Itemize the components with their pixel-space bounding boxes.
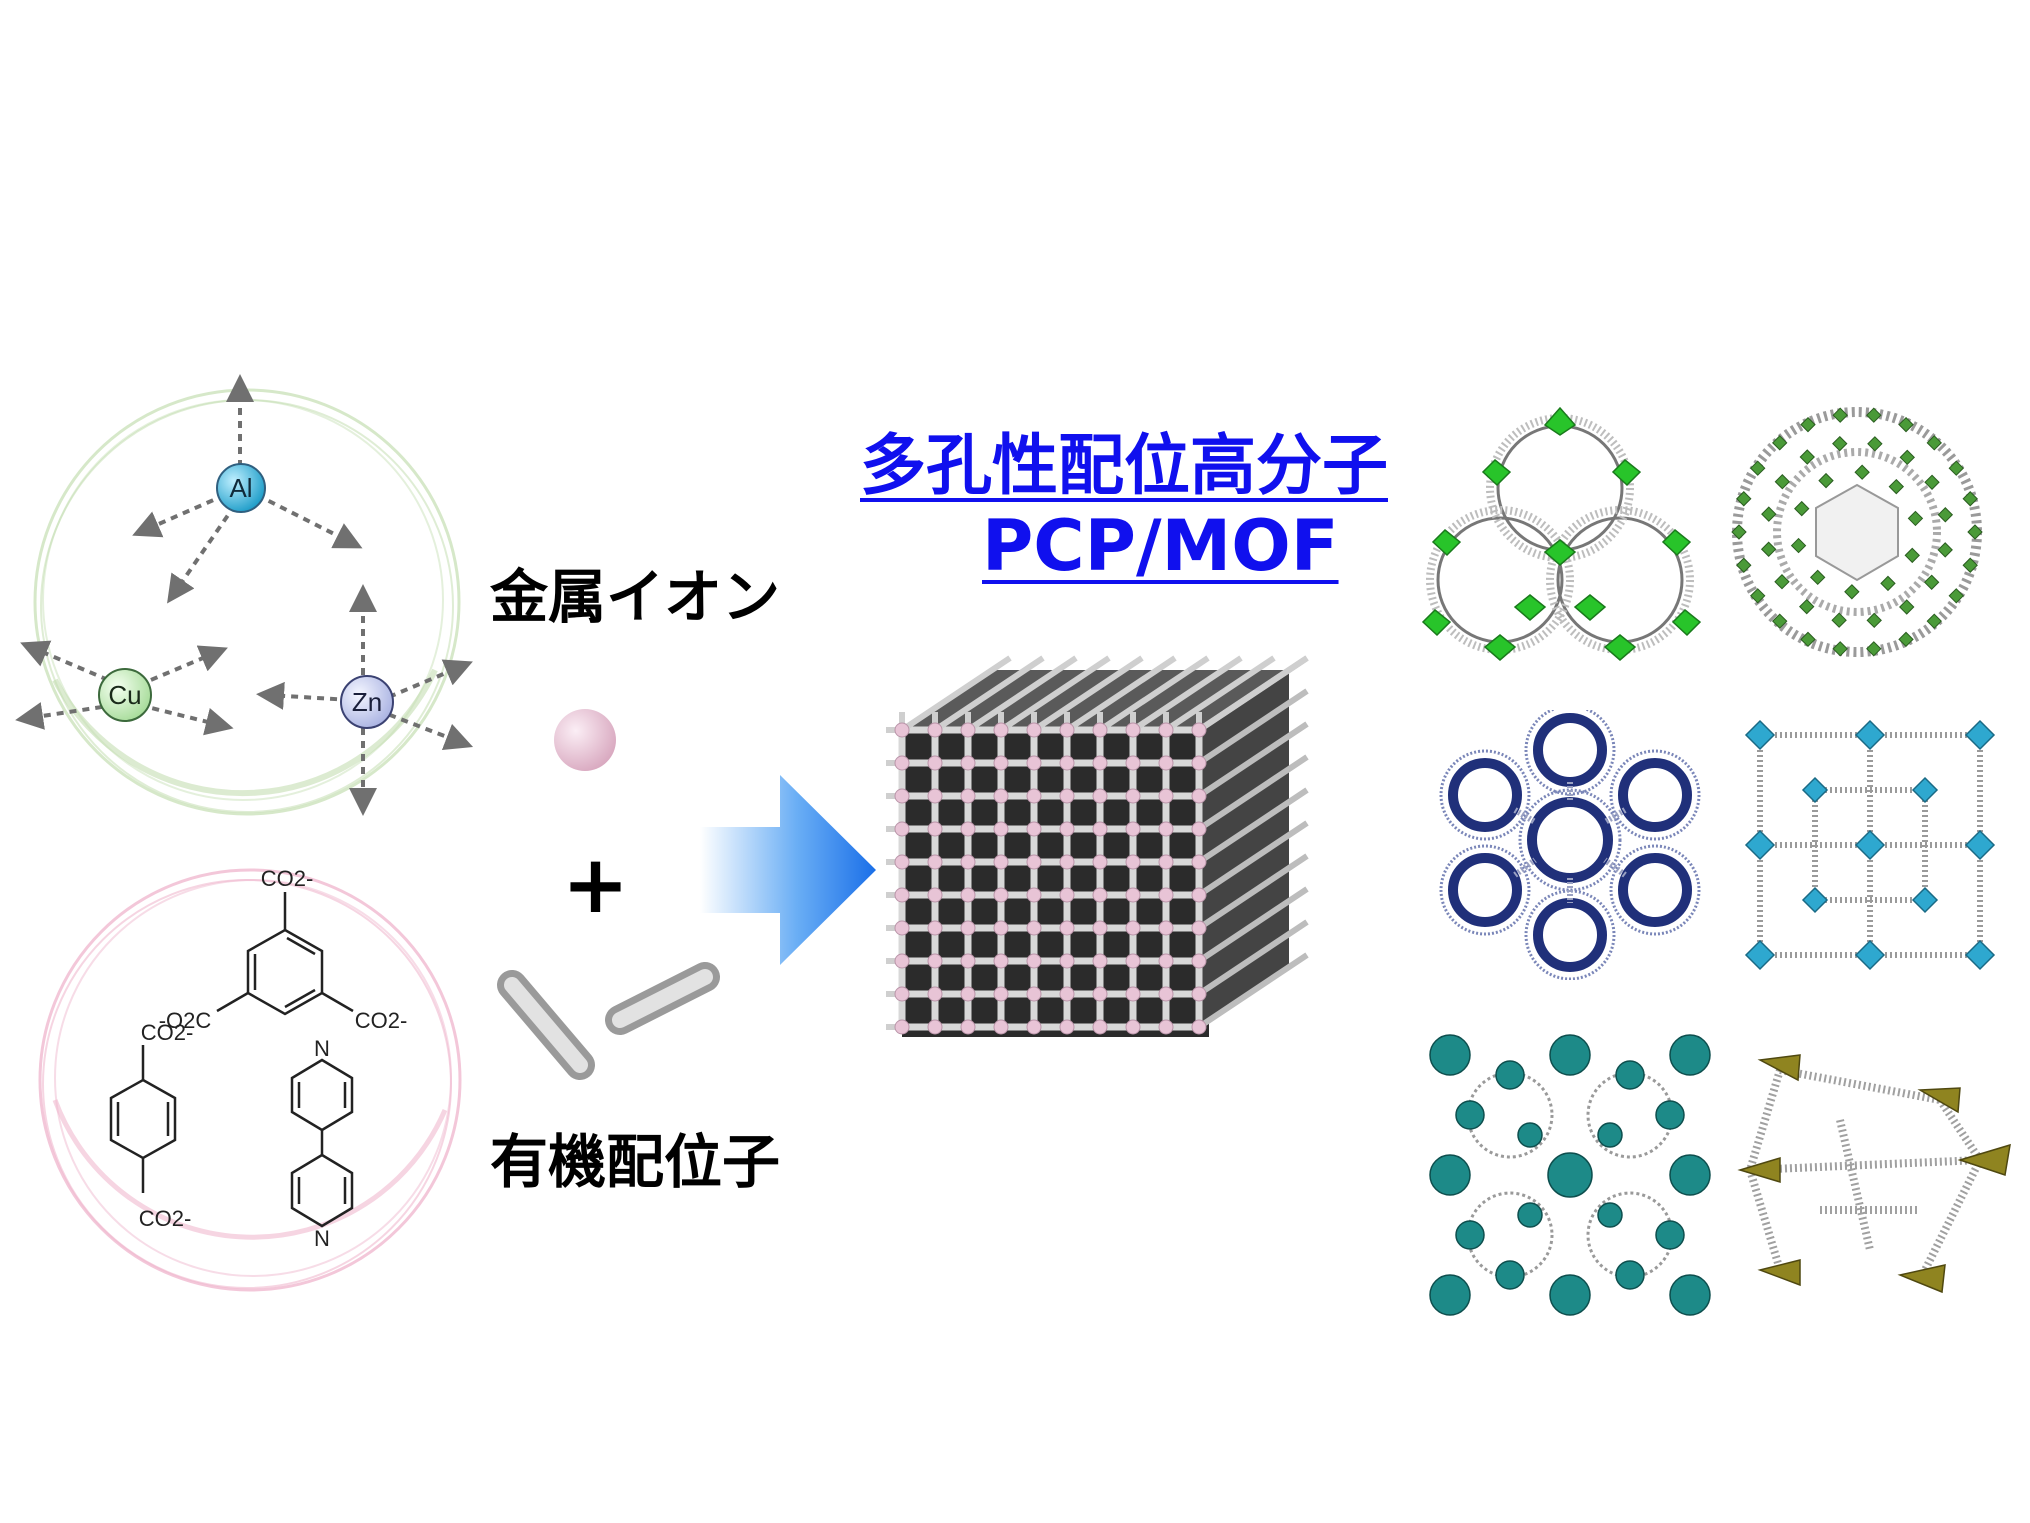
ligand-ring [38, 868, 462, 1292]
bipyridine-molecule [290, 1058, 354, 1228]
trimesate-molecule [216, 892, 354, 1016]
svg-text:Zn: Zn [352, 687, 382, 717]
al-ion: Al [216, 463, 266, 513]
svg-text:Al: Al [229, 473, 252, 503]
metal-ions-diagram: Al Cu Zn [15, 374, 474, 816]
organic-ligands-diagram: CO2- -O2C CO2- CO2- CO2- N N [38, 866, 462, 1292]
terephthalate-molecule [109, 1045, 177, 1193]
carboxylate-label: CO2- [139, 1206, 192, 1231]
mof-lattice-cube [886, 655, 1309, 1037]
nitrogen-label: N [314, 1036, 330, 1061]
zn-ion: Zn [340, 675, 394, 729]
teal-clusters-structure [1429, 1034, 1711, 1316]
green-sphere-structure [1731, 407, 1983, 657]
nitrogen-label: N [314, 1226, 330, 1251]
carboxylate-label: CO2- [355, 1008, 408, 1033]
green-honeycomb-structure [1421, 406, 1702, 661]
carboxylate-label: -O2C [159, 1008, 212, 1033]
olive-pillared-structure [1737, 1054, 2011, 1294]
cu-ion: Cu [98, 668, 152, 722]
svg-text:Cu: Cu [108, 680, 141, 710]
metal-ring [33, 388, 461, 816]
cyan-cubic-structure [1744, 719, 1996, 971]
reaction-arrow [700, 775, 876, 965]
metal-node-sphere [554, 709, 616, 771]
pcp-mof-title-jp[interactable]: 多孔性配位高分子 [860, 427, 1388, 504]
metal-ions-label: 金属イオン [490, 563, 781, 631]
ligand-rods [497, 962, 720, 1080]
carboxylate-label: CO2- [261, 866, 314, 891]
navy-hexagonal-structure [1439, 710, 1701, 980]
plus-sign: + [562, 838, 630, 931]
organic-ligands-label: 有機配位子 [490, 1128, 781, 1196]
pcp-mof-title-en[interactable]: PCP/MOF [982, 505, 1339, 587]
carboxylate-label: CO2- [141, 1020, 194, 1045]
